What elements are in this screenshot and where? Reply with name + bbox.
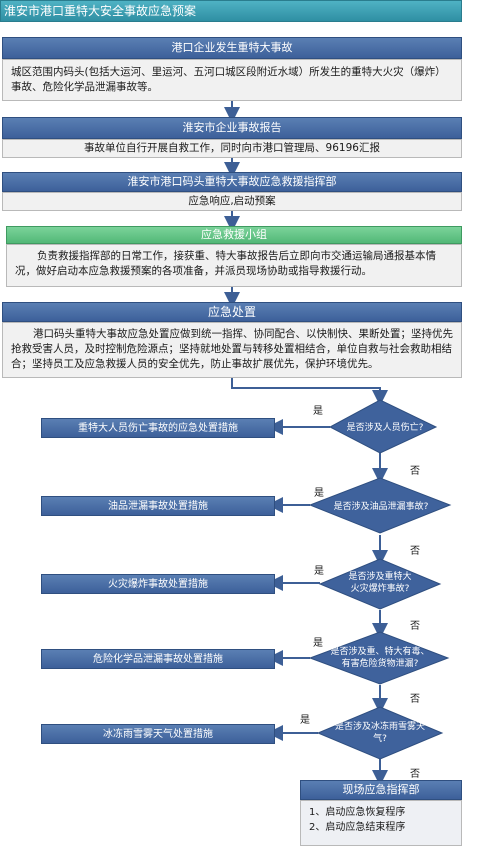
yes-label-3: 是 (314, 566, 324, 577)
decision-1-question: 是否涉及人员伤亡? (346, 423, 424, 433)
arrow-step5-decision1 (231, 378, 388, 406)
step5-header: 应急处置 (2, 302, 462, 322)
step3-body: 应急响应,启动预案 (2, 192, 462, 211)
measure-casualty: 重特大人员伤亡事故的应急处置措施 (41, 418, 275, 438)
decision-2-question: 是否涉及油品泄漏事故? (333, 502, 429, 512)
measure-hazmat-leak: 危险化学品泄漏事故处置措施 (41, 649, 275, 669)
decision-diamond-4 (308, 631, 450, 685)
no-label-5: 否 (410, 769, 420, 780)
no-label-4: 否 (410, 694, 420, 705)
step2-body: 事故单位自行开展自救工作，同时向市港口管理局、96196汇报 (2, 139, 462, 158)
no-label-3: 否 (410, 621, 420, 632)
decision-diamond-2 (308, 477, 452, 534)
yes-label-4: 是 (313, 638, 323, 649)
decision-4-question: 是否涉及重、特大有毒、 有害危险货物泄漏? (320, 646, 440, 670)
yes-label-1: 是 (313, 406, 323, 417)
step3-header: 淮安市港口码头重特大事故应急救援指挥部 (2, 172, 462, 192)
decision-5-question-line1: 是否涉及冰冻雨雪雾天 (334, 722, 425, 732)
step4-header: 应急救援小组 (6, 226, 462, 244)
decision-3-question-line2: 火灾爆炸事故? (350, 584, 410, 594)
measure-oil-leak: 油品泄漏事故处置措施 (41, 496, 275, 516)
step2-header: 淮安市企业事故报告 (2, 117, 462, 139)
final-header: 现场应急指挥部 (300, 780, 462, 800)
page-title: 淮安市港口重特大安全事故应急预案 (0, 0, 462, 22)
decision-3-question-line1: 是否涉及重特大 (348, 572, 412, 582)
step1-body: 城区范围内码头(包括大运河、里运河、五河口城区段附近水域）所发生的重特大火灾（爆… (2, 59, 462, 101)
decision-5-question-line2: 气? (373, 734, 387, 744)
no-label-1: 否 (410, 466, 420, 477)
step1-header: 港口企业发生重特大事故 (2, 37, 462, 59)
decision-diamond-1 (328, 399, 438, 454)
decision-3-question: 是否涉及重特大 火灾爆炸事故? (334, 571, 426, 595)
decision-5-question: 是否涉及冰冻雨雪雾天 气? (330, 721, 430, 745)
no-label-2: 否 (410, 546, 420, 557)
decision-4-question-line2: 有害危险货物泄漏? (341, 659, 419, 669)
measure-fire-explosion: 火灾爆炸事故处置措施 (41, 574, 275, 594)
final-body: 1、启动应急恢复程序 2、启动应急结束程序 (300, 800, 462, 846)
yes-label-2: 是 (314, 488, 324, 499)
step5-body: 港口码头重特大事故应急处置应做到统一指挥、协同配合、以快制快、果断处置；坚持优先… (2, 322, 462, 378)
measure-freezing-weather: 冰冻雨雪雾天气处置措施 (41, 724, 275, 744)
final-item-1: 1、启动应急恢复程序 (309, 807, 406, 818)
yes-label-5: 是 (300, 715, 310, 726)
step4-body: 负责救援指挥部的日常工作，接获重、特大事故报告后立即向市交通运输局通报基本情况，… (6, 244, 462, 287)
decision-diamond-3 (318, 558, 442, 610)
decision-4-question-line1: 是否涉及重、特大有毒、 (330, 647, 430, 657)
decision-diamond-5 (316, 706, 444, 760)
final-item-2: 2、启动应急结束程序 (309, 822, 406, 833)
